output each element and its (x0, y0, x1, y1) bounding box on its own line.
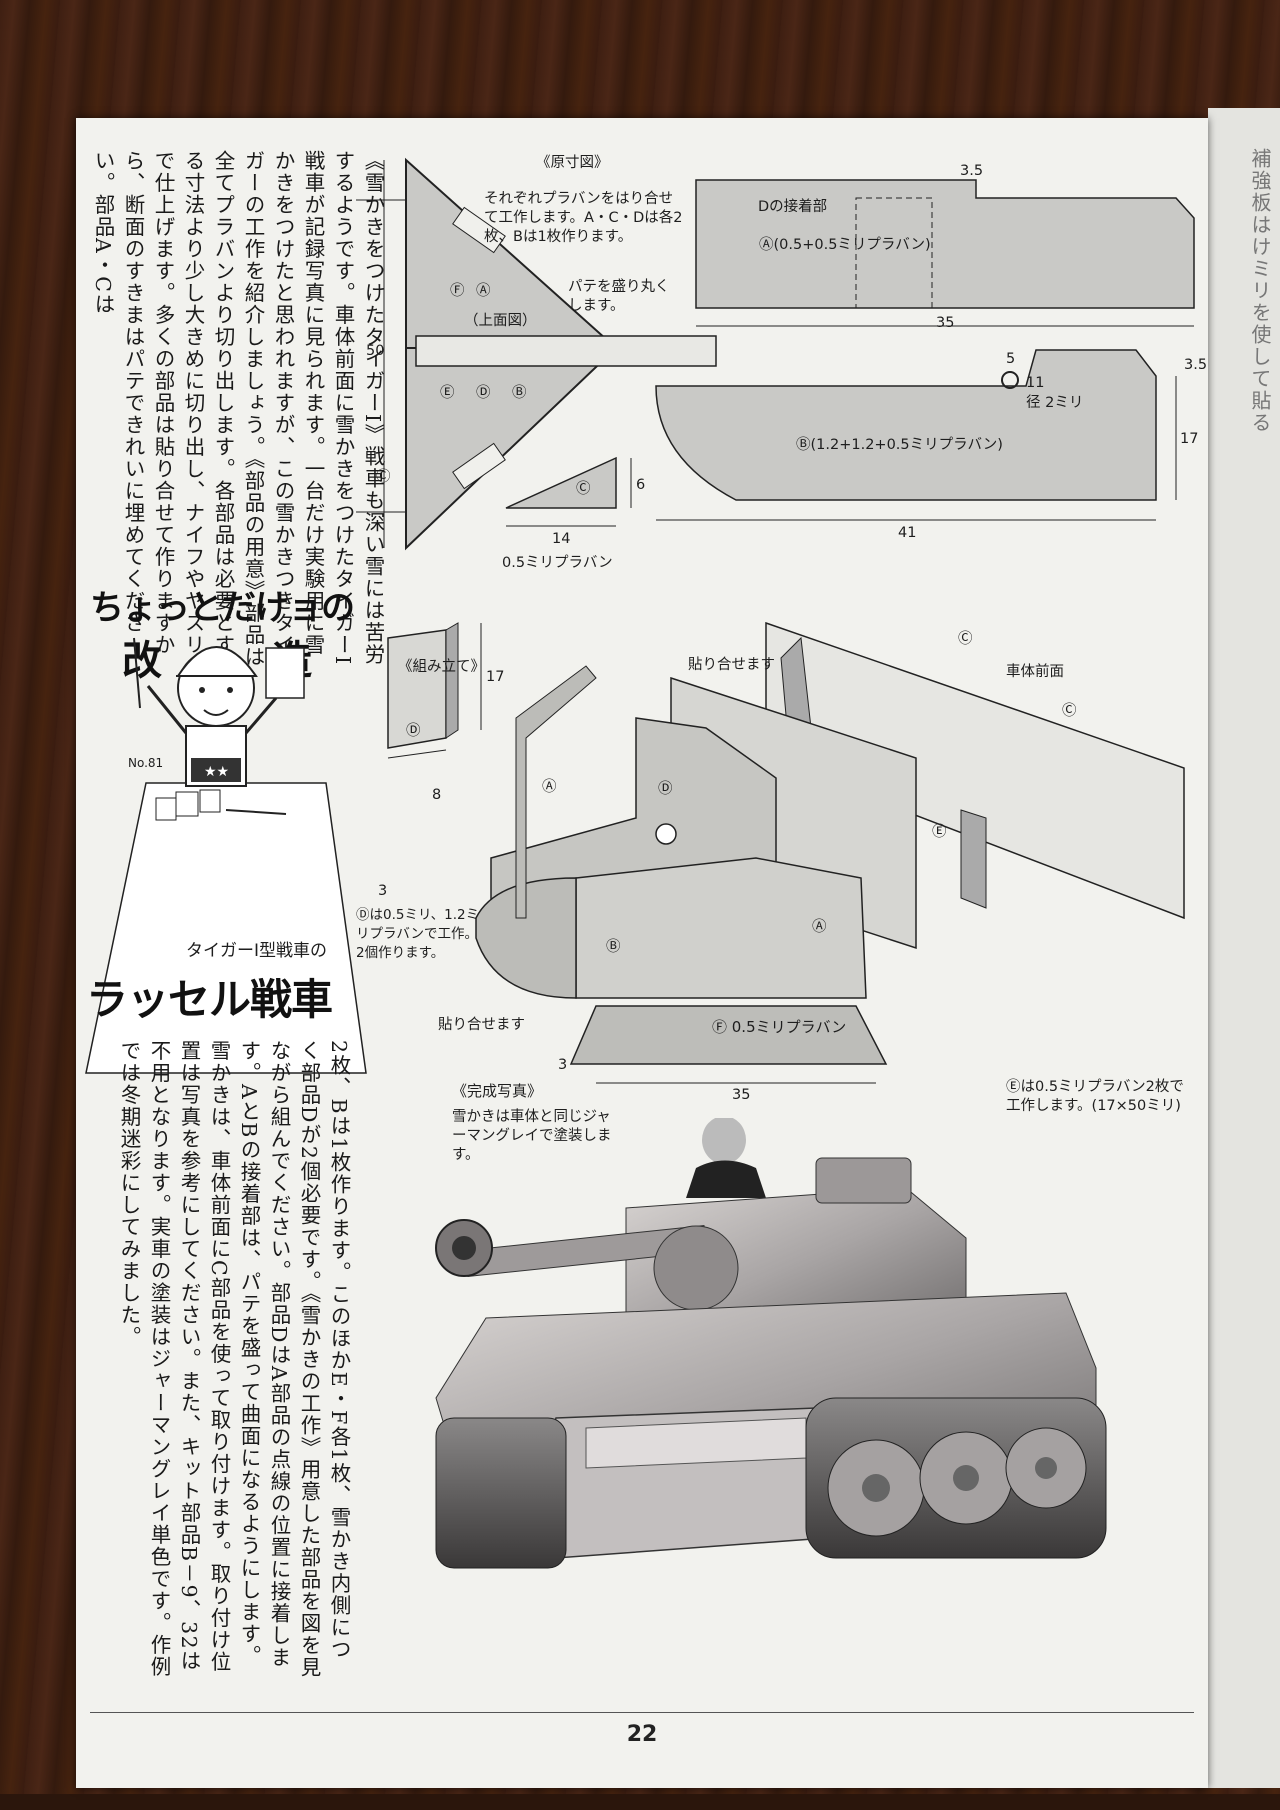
part-d-top: Ⓓ (476, 385, 491, 401)
article-subtitle: タイガーI型戦車の (186, 941, 328, 961)
series-number: No.81 (128, 756, 164, 770)
series-logo-kai: 改 (122, 638, 162, 684)
svg-text:★★: ★★ (204, 764, 229, 780)
dim-3.5b: 3.5 (1184, 357, 1208, 373)
hull-front-label: 車体前面 (1006, 664, 1064, 680)
top-view-label: （上面図） (464, 313, 537, 329)
assembly-heading: 《組み立て》 (398, 659, 485, 675)
full-size-heading: 《原寸図》 (536, 155, 609, 171)
assembly-diagram (387, 621, 1185, 1084)
series-logo-line1: ちょっとだけョの (90, 588, 355, 628)
part-b-label: Ⓑ(1.2+1.2+0.5ミリプラバン) (796, 437, 1003, 453)
e-note: Ⓔは0.5ミリプラバン2枚で工作します。(17×50ミリ) (1006, 1079, 1184, 1114)
cartoon-illustration: ★★ (85, 637, 367, 1074)
full-size-note: それぞれプラバンをはり合せて工作します。A・C・Dは各2枚、Bは1枚作ります。 (484, 191, 683, 245)
footer-rule (90, 1712, 1194, 1713)
photo-caption: 雪かきは車体と同じジャーマングレイで塗装します。 (452, 1109, 612, 1163)
photo-heading: 《完成写真》 (452, 1082, 543, 1100)
dim-17-assembly: 17 (486, 669, 505, 685)
continued-text: 2枚、Bは1枚作ります。このほかE・F各1枚、雪かき内側につく部品Dが2個必要で… (117, 1040, 351, 1679)
part-c-label: Ⓒ (576, 481, 591, 497)
dim-5: 5 (1006, 351, 1016, 367)
full-size-diagram (356, 157, 1195, 551)
dim-14: 14 (552, 531, 571, 547)
part-b-assembly: Ⓑ (606, 939, 621, 955)
part-a-label: Ⓐ(0.5+0.5ミリプラバン) (759, 237, 931, 253)
part-c-left: Ⓒ (376, 469, 391, 485)
part-e-top: Ⓔ (440, 385, 455, 401)
d-note: Ⓓは0.5ミリ、1.2ミリプラバンで工作。2個作ります。 (356, 907, 480, 961)
part-f-label: Ⓕ 0.5ミリプラバン (712, 1018, 847, 1036)
part-c-assembly-1: Ⓒ (958, 631, 973, 647)
dim-3-floor: 3 (558, 1057, 568, 1073)
dim-6: 6 (636, 477, 646, 493)
part-c-assembly-2: Ⓒ (1062, 703, 1077, 719)
part-d-assembly-2: Ⓓ (658, 781, 673, 797)
tank-photo (435, 1118, 1107, 1569)
intro-text: 《雪かきをつけたタイガーI》戦車も深い雪には苦労するようです。車体前面に雪かきを… (91, 150, 385, 668)
hole-label: 径 2ミリ (1026, 395, 1084, 411)
adjacent-page-text: 補強板はけミリを使して貼る (1248, 148, 1272, 434)
d-joint-label: Dの接着部 (758, 199, 828, 215)
glue-bottom-label: 貼り合せます (438, 1017, 525, 1033)
dim-35-floor: 35 (732, 1087, 751, 1103)
part-a-assembly: Ⓐ (812, 919, 827, 935)
part-a-top: Ⓐ (476, 283, 491, 299)
dim-8-assembly: 8 (432, 787, 442, 803)
part-a-assembly-small: Ⓐ (542, 779, 557, 795)
dim-3-assembly: 3 (378, 883, 388, 899)
glue-top-label: 貼り合せます (688, 657, 775, 673)
bottom-page-edge (0, 1794, 1280, 1810)
part-f-top: Ⓕ (450, 283, 465, 299)
part-e-assembly: Ⓔ (932, 824, 947, 840)
dim-41: 41 (898, 525, 917, 541)
putty-note: パテを盛り丸くします。 (568, 279, 670, 314)
c-material-label: 0.5ミリプラバン (502, 555, 613, 571)
dim-11: 11 (1026, 375, 1045, 391)
page-number: 22 (626, 1722, 658, 1747)
dim-17b: 17 (1180, 431, 1199, 447)
part-d-assembly: Ⓓ (406, 723, 421, 739)
dim-35-top: 35 (936, 315, 955, 331)
article-title: ラッセル戦車 (86, 975, 333, 1024)
adjacent-page: 補強板はけミリを使して貼る (1208, 108, 1280, 1788)
dim-50: 50 (366, 343, 385, 359)
dim-3.5a: 3.5 (960, 163, 984, 179)
magazine-page: 《雪かきをつけたタイガーI》戦車も深い雪には苦労するようです。車体前面に雪かきを… (76, 118, 1208, 1788)
part-b-top: Ⓑ (512, 385, 527, 401)
